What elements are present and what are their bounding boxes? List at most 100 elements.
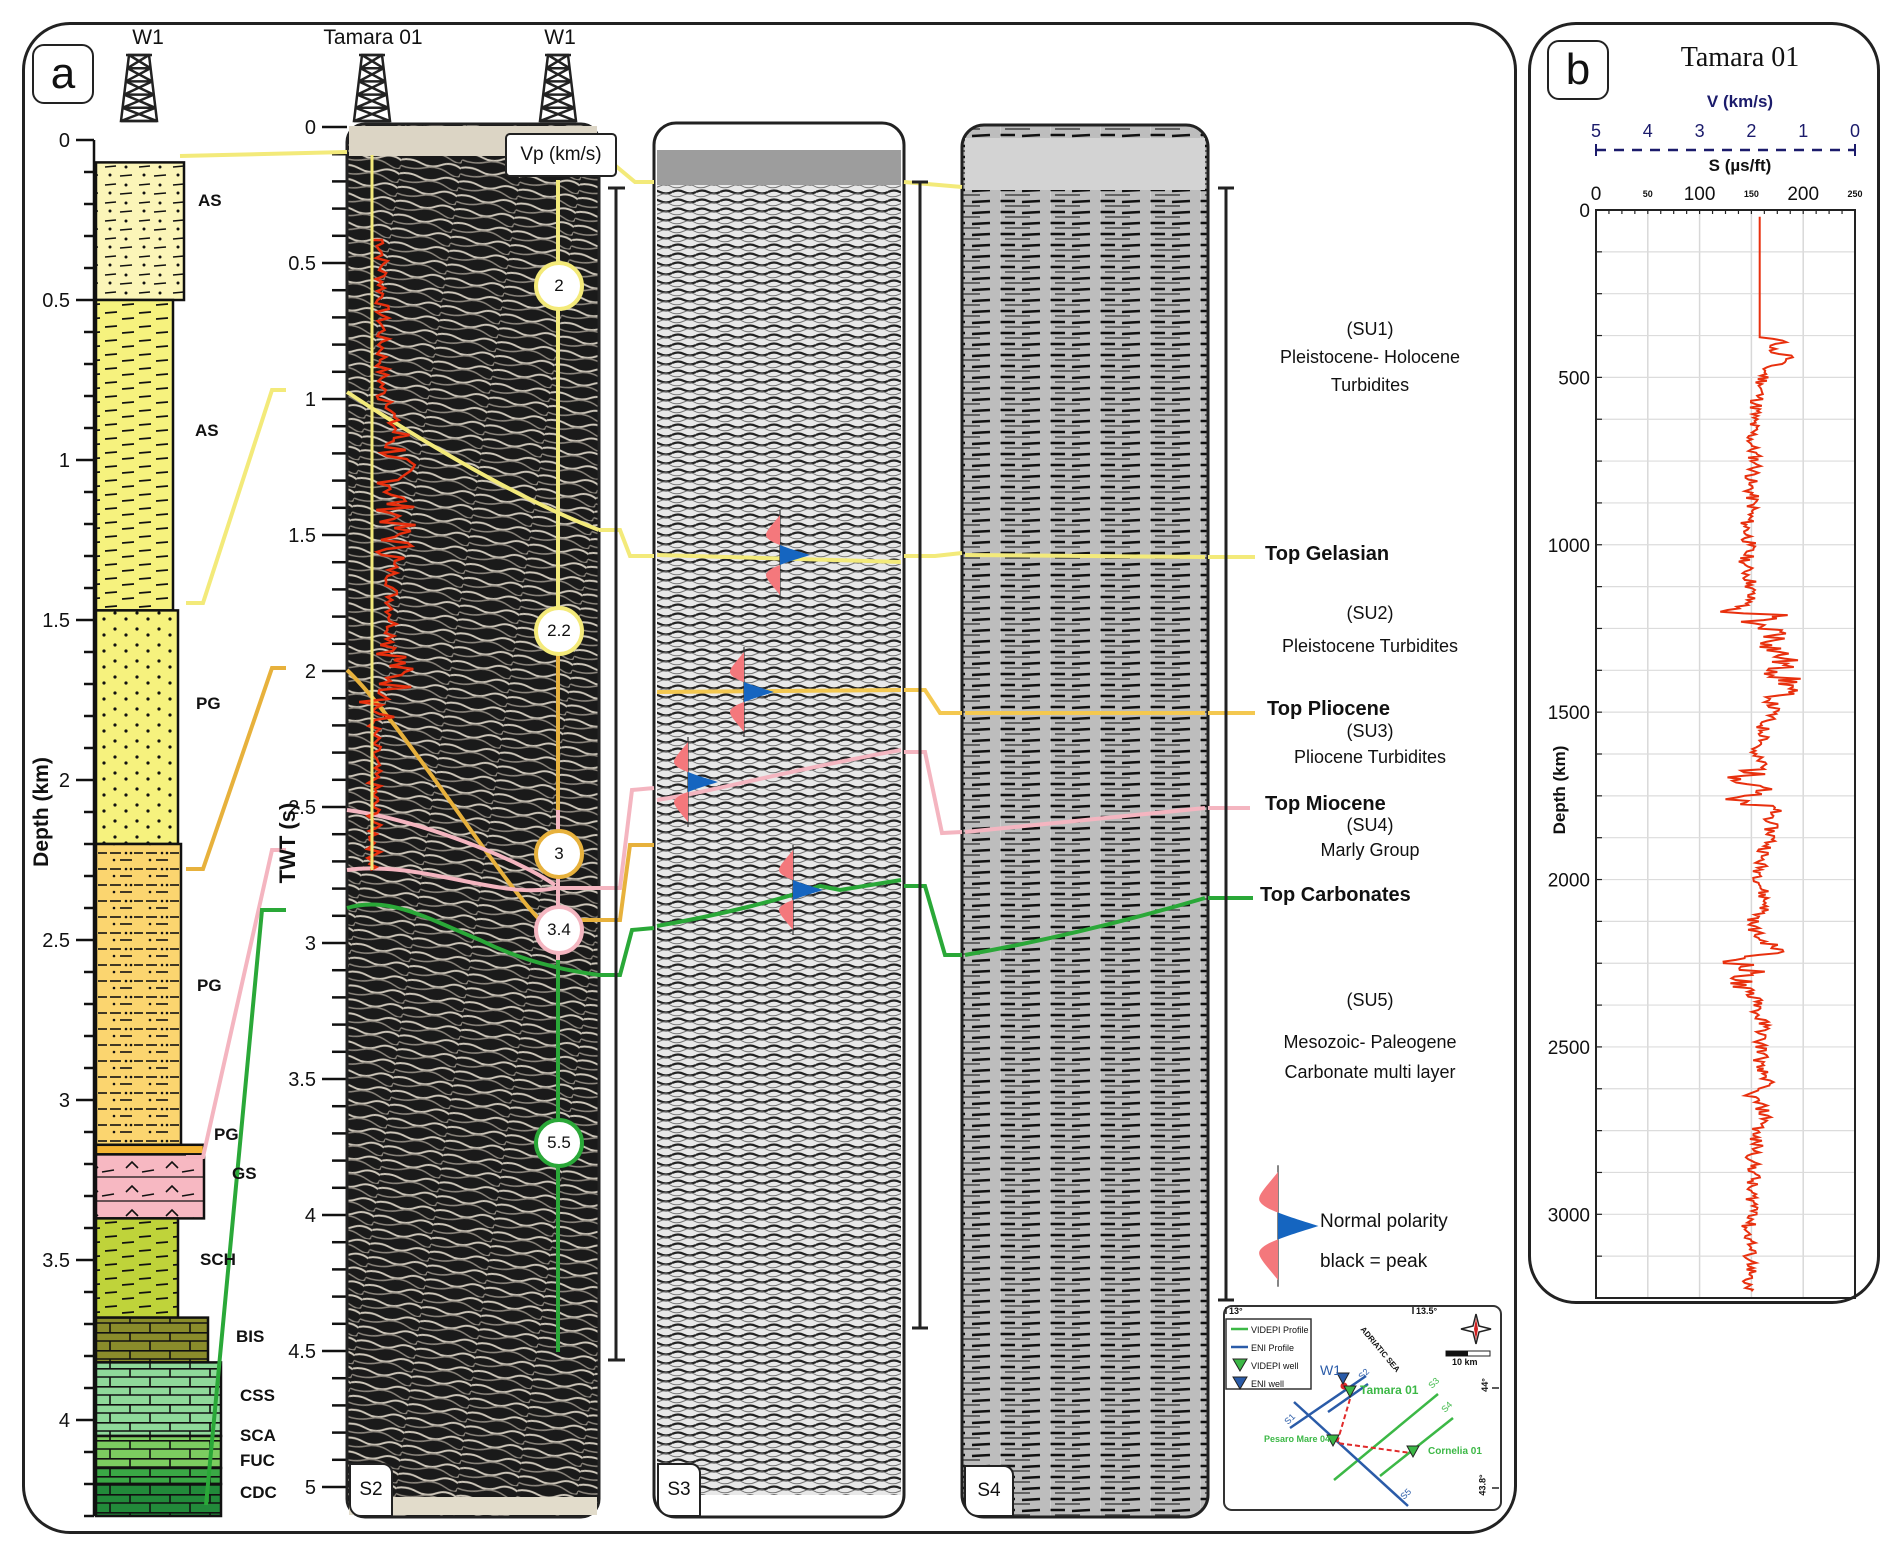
depth-axis: 00.511.522.533.54 [42,130,96,1518]
map-legend-label: VIDEPI well [1251,1361,1299,1371]
vp-label-box: Vp (km/s) [505,133,617,177]
unit-su4-line1: Marly Group [1320,840,1420,860]
lithology-pattern [96,1362,221,1436]
depth-tick-label: 1.5 [42,610,70,632]
map-compass-needle [1474,1318,1478,1340]
polarity-legend-line2: black = peak [1320,1251,1428,1272]
derrick-brace [545,53,571,70]
depth-tick-label: 0.5 [42,290,70,312]
polarity-legend-line1: Normal polarity [1320,1211,1448,1232]
map-legend-triangle [1232,1376,1248,1390]
velocity-tick-label: 0 [1850,121,1860,141]
map-label-tamara-01: Tamara 01 [1360,1383,1419,1397]
unit-brackets [608,180,1234,1362]
slowness-tick-label-minor: 150 [1744,189,1759,199]
velocity-tick-label: 4 [1643,121,1653,141]
depth-tick-label: 1 [59,450,70,472]
twt-tick-label: 0.5 [288,253,316,275]
wavelet-peak [780,545,810,565]
twt-tick-label: 1.5 [288,525,316,547]
lithology-pattern [96,1436,221,1468]
lithology-label-css: CSS [240,1386,275,1405]
wavelet-trough-bottom [730,702,744,732]
vp-marker-3-4: 3.4 [534,905,584,956]
unit-su1-line1: Pleistocene- Holocene [1279,347,1461,367]
lithology-pattern [96,1468,221,1484]
unit-su1-id: (SU1) [1346,319,1394,339]
wavelet-peak [1278,1212,1319,1240]
well-label-tamara-01: Tamara 01 [323,26,423,49]
unit-su4: (SU4) Marly Group [1230,813,1510,863]
lithology-pattern [96,300,173,611]
map-profile-s2 [1327,1382,1369,1414]
unit-su2-line1: Pleistocene Turbidites [1281,636,1459,656]
depth-tick-label: 1500 [1548,703,1590,724]
vp-marker-2: 2 [534,260,584,311]
correlation-seafloor [179,150,348,158]
depth-tick-label: 500 [1558,368,1590,389]
derrick-icon-tamara-01 [352,53,392,123]
lithology-label-pg: PG [214,1125,239,1144]
depth-tick-label: 0 [59,130,70,152]
polarity-marker-top-carbonates [779,845,823,935]
lithology-label-pg: PG [196,694,221,713]
depth-tick-label: 3.5 [42,1250,70,1272]
depth-tick-label: 2 [59,770,70,792]
map-legend-label: VIDEPI Profile [1251,1325,1309,1335]
slowness-tick-label: 0 [1591,184,1602,205]
depth-tick-label: 2.5 [42,930,70,952]
map-label-pesaro-mare-04: Pesaro Mare 04 [1264,1434,1331,1444]
wavelet-trough-top [730,652,744,682]
well-label-w1-right: W1 [544,26,576,49]
lithology-label-pg: PG [197,976,222,995]
depth-tick-label: 2500 [1548,1038,1590,1059]
polarity-marker-top-gelasian [766,510,810,600]
vp-marker-3: 3 [534,829,584,880]
map-well-pesaro-mare-04 [1326,1434,1340,1448]
wavelet-trough-bottom [674,792,688,822]
twt-tick-label: 3 [305,933,316,955]
polarity-marker-top-pliocene [730,647,774,737]
derrick-brace [126,53,152,70]
correlation-top-carbonates-left [204,908,286,1506]
derrick-brace [353,106,391,123]
derrick-brace [359,53,385,70]
twt-tick-label: 2 [305,661,316,683]
depth-tick-label: 3 [59,1090,70,1112]
lithology-pattern [96,162,184,300]
velocity-tick-label: 2 [1746,121,1756,141]
horizon-label-top-miocene: Top Miocene [1265,793,1386,815]
derrick-icon-w1-right [538,53,578,123]
unit-su2: (SU2) Pleistocene Turbidites [1230,597,1510,663]
lithology-pattern [96,610,178,844]
panel-a-tag: a [32,44,94,104]
wavelet-trough-top [1259,1172,1278,1213]
derrick-brace [123,80,155,96]
derrick-icon-w1-left [119,53,159,123]
unit-su3-line1: Pliocene Turbidites [1293,747,1447,767]
unit-su1-line2: Turbidites [1330,375,1410,395]
map-well-cornelia-01 [1406,1445,1420,1459]
depth-tick-label: 3000 [1548,1205,1590,1226]
derrick-brace [356,80,388,96]
unit-su5-id: (SU5) [1346,990,1394,1010]
map-well-w1 [1336,1372,1350,1386]
unit-su5-line2: Carbonate multi layer [1284,1062,1456,1082]
section-label-s3: S3 [657,1463,701,1517]
unit-su3-id: (SU3) [1346,721,1394,741]
unit-su3: (SU3) Pliocene Turbidites [1230,718,1510,770]
depth-tick-label: 2000 [1548,871,1590,892]
map-label-cornelia-01: Cornelia 01 [1428,1446,1482,1457]
derrick-brace [355,93,389,110]
depth-tick-label: 1000 [1548,536,1590,557]
unit-su2-id: (SU2) [1346,603,1394,623]
depth-tick-label: 0 [1579,201,1590,222]
derrick-brace [542,80,574,96]
twt-tick-label: 0 [305,117,316,139]
velocity-tick-label: 5 [1591,121,1601,141]
lithology-column [94,161,223,1518]
derrick-brace [539,106,577,123]
map-profile-s1 [1289,1374,1367,1430]
lithology-label-sch: SCH [200,1250,236,1269]
lithology-label-as: AS [198,191,222,210]
